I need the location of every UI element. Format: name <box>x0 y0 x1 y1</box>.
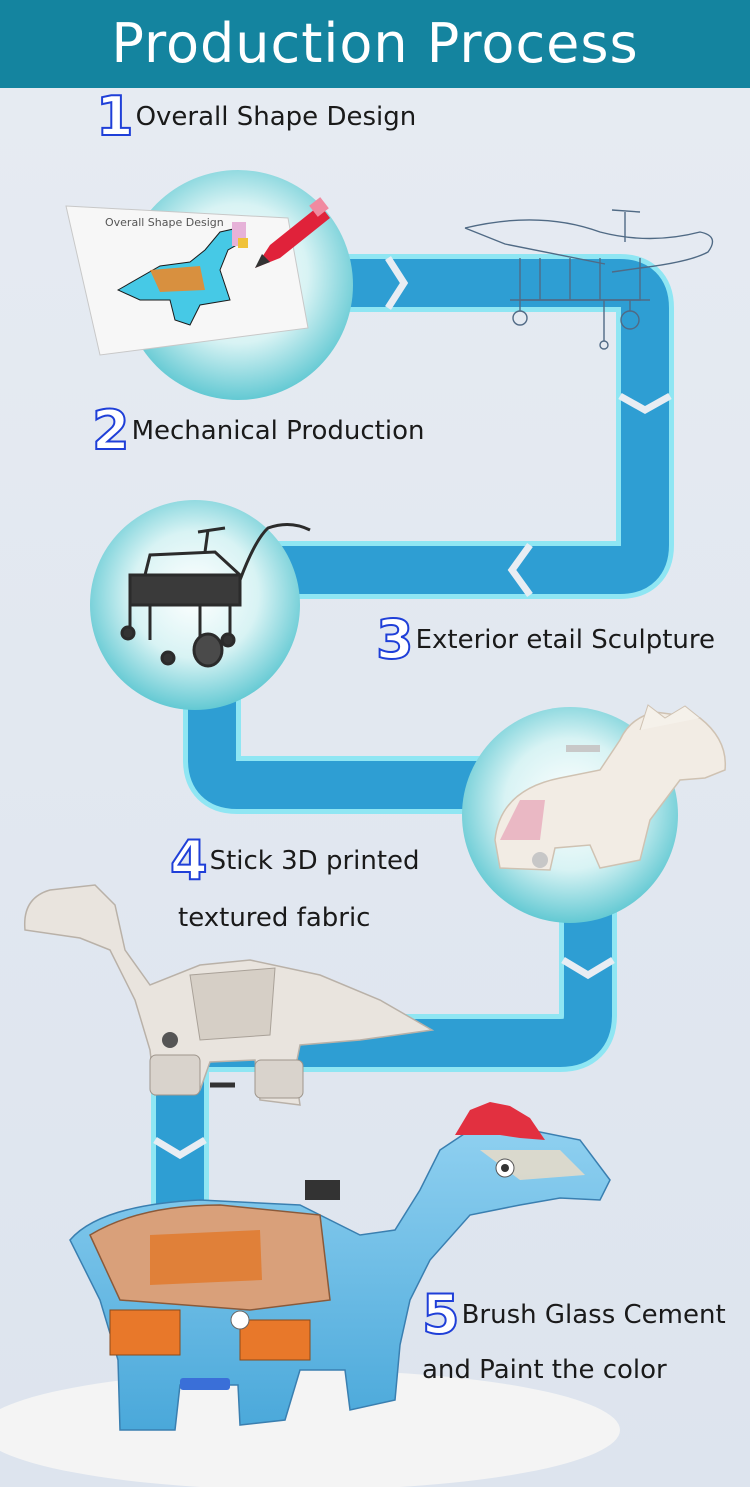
mechanical-frame-image <box>120 523 311 668</box>
step-5-label: 5Brush Glass Cement <box>421 1283 726 1346</box>
step-3-number: 3 <box>375 608 415 671</box>
step-1-circle: Overall Shape Design <box>65 170 353 400</box>
step-2-text: Mechanical Production <box>131 416 425 446</box>
step-1-label: 1Overall Shape Design <box>95 85 417 148</box>
step-4-label: 4Stick 3D printed <box>169 829 420 892</box>
step-4-text-line2: textured fabric <box>178 903 371 933</box>
page-title: Production Process <box>111 12 639 75</box>
flow-chevrons <box>153 256 672 1160</box>
page-header: Production Process <box>0 0 750 88</box>
step-3-circle <box>462 704 727 923</box>
step-1-number: 1 <box>95 85 135 148</box>
step-2-number: 2 <box>91 399 131 462</box>
step-4-number: 4 <box>169 829 209 892</box>
step-3-label: 3Exterior etail Sculpture <box>375 608 715 671</box>
step-5-label-line2: and Paint the color <box>422 1357 667 1383</box>
sculpture-image <box>494 704 727 871</box>
design-sheet-image: Overall Shape Design <box>65 205 309 356</box>
sheet-title: Overall Shape Design <box>105 216 224 229</box>
step-3-text: Exterior etail Sculpture <box>415 625 715 655</box>
white-dinosaur-image <box>23 884 435 1106</box>
painted-dinosaur-image <box>0 1102 620 1487</box>
wireframe-frame-image <box>464 209 714 350</box>
pencil-icon <box>255 197 330 268</box>
step-4-text-line1: Stick 3D printed <box>209 846 420 876</box>
step-1-text: Overall Shape Design <box>135 102 417 132</box>
step-2-circle <box>90 500 311 710</box>
step-5-number: 5 <box>421 1283 461 1346</box>
step-4-label-line2: textured fabric <box>178 905 370 931</box>
step-5-text-line2: and Paint the color <box>422 1355 667 1385</box>
step-2-label: 2Mechanical Production <box>91 399 425 462</box>
step-5-text-line1: Brush Glass Cement <box>461 1300 726 1330</box>
connector-path <box>151 254 674 1225</box>
